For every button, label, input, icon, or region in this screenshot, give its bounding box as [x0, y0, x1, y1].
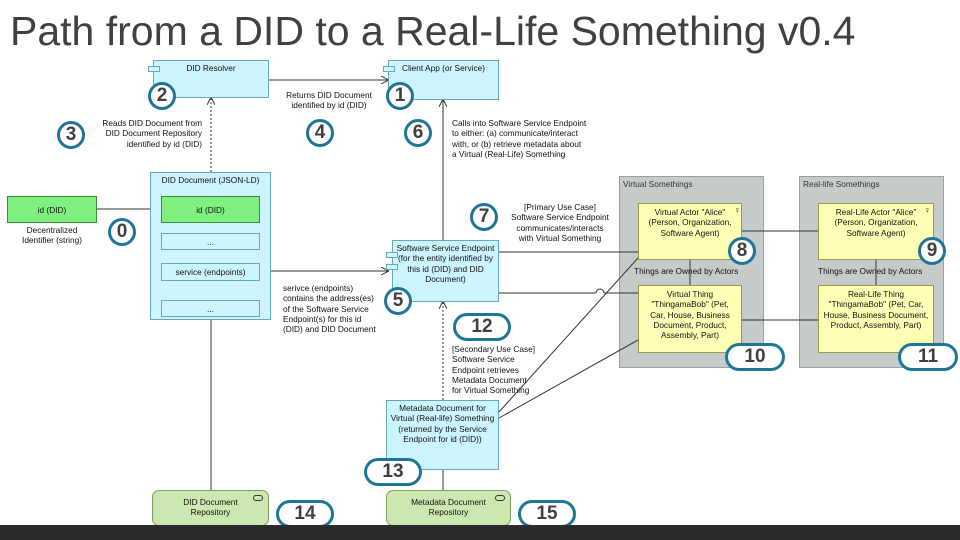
did-repository-label: DID Document Repository	[183, 497, 238, 518]
client-app-component-icon	[383, 66, 395, 72]
did-document-ellipsis-field-2[interactable]: ...	[161, 300, 260, 317]
virtual-thing-box[interactable]: Virtual Thing "ThingamaBob" (Pet, Car, H…	[638, 285, 742, 353]
badge-10: 10	[725, 343, 785, 371]
note-secondary-use-case: [Secondary Use Case] Software Service En…	[452, 344, 536, 396]
badge-8: 8	[728, 237, 756, 265]
did-resolver-component-icon	[148, 66, 160, 72]
line-metadata-actor	[498, 257, 639, 413]
badge-14: 14	[276, 500, 334, 528]
did-repository-box[interactable]: DID Document Repository	[152, 490, 269, 526]
repository-icon	[253, 495, 263, 501]
badge-6: 6	[404, 119, 432, 147]
badge-2: 2	[148, 82, 176, 110]
virtual-actor-label: Virtual Actor "Alice" (Person, Organizat…	[648, 207, 732, 238]
service-endpoint-component-icon-1	[386, 252, 398, 258]
metadata-repository-label: Metadata Document Repository	[411, 497, 486, 518]
actor-icon: ♀	[734, 205, 741, 215]
did-document-ellipsis-field-1[interactable]: ...	[161, 233, 260, 250]
real-actor-label: Real-Life Actor "Alice" (Person, Organiz…	[834, 207, 918, 238]
virtual-actor-box[interactable]: Virtual Actor "Alice" (Person, Organizat…	[638, 203, 742, 260]
did-document-id-field[interactable]: id (DID)	[161, 196, 260, 223]
service-endpoint-component-icon-2	[386, 264, 398, 270]
metadata-document-box[interactable]: Metadata Document for Virtual (Real-life…	[386, 400, 499, 470]
client-app-box[interactable]: Client App (or Service)	[388, 60, 499, 100]
note-calls-into: Calls into Software Service Endpoint to …	[452, 118, 587, 160]
badge-5: 5	[384, 287, 412, 315]
did-document-label: DID Document (JSON-LD)	[161, 175, 260, 185]
badge-9: 9	[918, 237, 946, 265]
client-app-label: Client App (or Service)	[401, 63, 485, 73]
badge-1: 1	[386, 82, 414, 110]
note-primary-use-case: [Primary Use Case] Software Service Endp…	[511, 202, 609, 244]
actor-icon: ♀	[924, 205, 931, 215]
note-service-contains: serivce (endpoints) contains the address…	[283, 283, 376, 335]
badge-3: 3	[57, 121, 85, 149]
note-returns-did: Returns DID Document identified by id (D…	[286, 90, 372, 111]
did-document-service-field[interactable]: service (endpoints)	[161, 263, 260, 281]
line-hop	[595, 288, 605, 294]
metadata-repository-box[interactable]: Metadata Document Repository	[386, 490, 511, 526]
note-owned-virtual: Things are Owned by Actors	[634, 266, 739, 276]
reallife-group-label: Real-life Somethings	[803, 179, 880, 189]
virtual-thing-label: Virtual Thing "ThingamaBob" (Pet, Car, H…	[650, 289, 730, 341]
note-owned-real: Things are Owned by Actors	[818, 266, 923, 276]
page-title: Path from a DID to a Real-Life Something…	[10, 8, 856, 54]
badge-7: 7	[470, 203, 498, 231]
metadata-document-label: Metadata Document for Virtual (Real-life…	[390, 403, 495, 445]
real-thing-label: Real-Life Thing "ThingamaBob" (Pet, Car,…	[823, 289, 929, 331]
badge-0: 0	[108, 218, 136, 246]
badge-11: 11	[898, 343, 958, 371]
note-reads-did: Reads DID Document from DID Document Rep…	[102, 118, 202, 149]
id-did-box[interactable]: id (DID)	[7, 196, 97, 223]
badge-4: 4	[306, 119, 334, 147]
real-actor-box[interactable]: Real-Life Actor "Alice" (Person, Organiz…	[818, 203, 934, 260]
note-decentralized: Decentralized Identifier (string)	[22, 225, 82, 246]
real-thing-box[interactable]: Real-Life Thing "ThingamaBob" (Pet, Car,…	[818, 285, 934, 353]
badge-12: 12	[453, 313, 511, 341]
badge-13: 13	[364, 458, 422, 486]
line-metadata-thing	[498, 339, 639, 419]
repository-icon	[495, 495, 505, 501]
virtual-group-label: Virtual Somethings	[623, 179, 693, 189]
badge-15: 15	[518, 500, 576, 528]
service-endpoint-box[interactable]: Software Service Endpoint (for the entit…	[392, 240, 499, 302]
service-endpoint-label: Software Service Endpoint (for the entit…	[396, 243, 495, 285]
did-resolver-label: DID Resolver	[186, 63, 236, 73]
bottom-bar	[0, 525, 960, 540]
